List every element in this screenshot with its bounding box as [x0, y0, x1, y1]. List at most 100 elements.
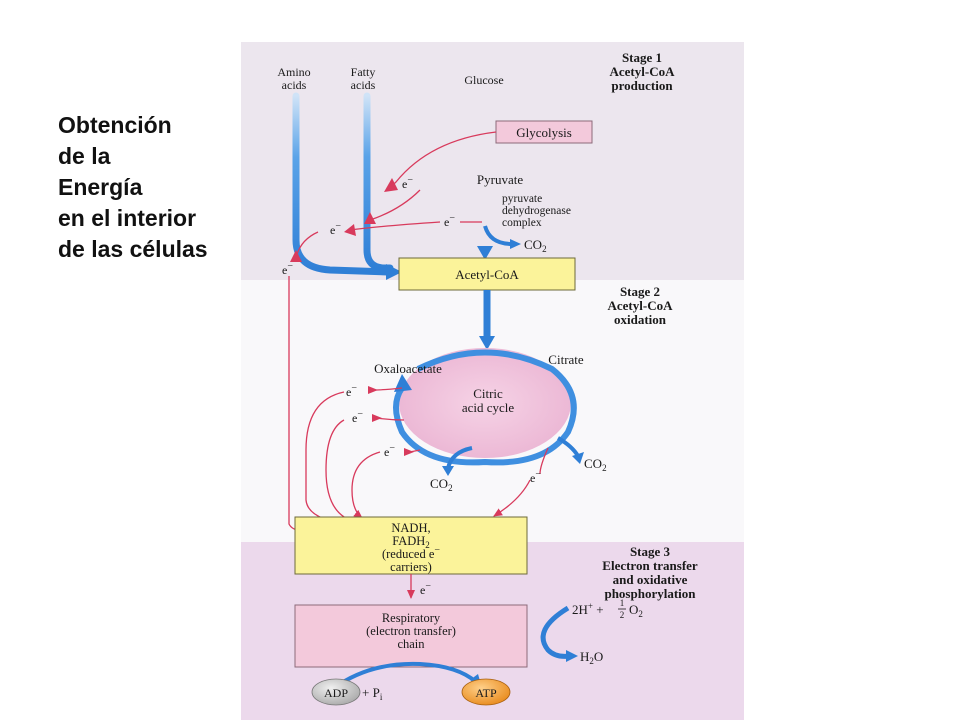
e-label-7: e− — [384, 443, 395, 459]
oxaloacetate-label: Oxaloacetate — [374, 361, 442, 376]
carriers-line1: NADH, — [391, 521, 430, 535]
cycle-label-line2: acid cycle — [462, 400, 515, 415]
e-pdh2-head — [344, 224, 356, 236]
stage2-label-line1: Stage 2 — [620, 284, 660, 299]
e-label-3-minus: − — [335, 221, 341, 232]
e-label-9-minus: − — [425, 581, 431, 592]
stage3-label-line3: and oxidative — [613, 572, 688, 587]
e-amino-head — [290, 250, 302, 262]
co2-right-text: CO — [584, 456, 602, 471]
atp-label: ATP — [475, 686, 497, 700]
e-label-4-letter: e — [282, 263, 287, 277]
carriers-fadh-sub: 2 — [425, 540, 430, 550]
pdh-label-line1: pyruvate — [502, 193, 542, 205]
pdh-co2-branch — [483, 225, 513, 246]
co2-pdh-sub: 2 — [542, 244, 547, 254]
e-label-6-minus: − — [357, 409, 363, 420]
e-label-6: e− — [352, 409, 363, 425]
fatty-acids-label-1: Fatty — [351, 65, 376, 79]
amino-acids-label-1: Amino — [277, 65, 310, 79]
stage1-label: Stage 1 Acetyl-CoA production — [610, 50, 676, 93]
e-label-5-letter: e — [346, 385, 351, 399]
co2-right-arrowhead — [572, 452, 584, 464]
pyruvate-label: Pyruvate — [477, 172, 523, 187]
e-label-4: e− — [282, 261, 293, 277]
chain-line1: Respiratory — [382, 611, 441, 625]
e-pdh2-path — [349, 221, 441, 231]
chain-line3: chain — [397, 637, 425, 651]
water-o: O — [594, 649, 603, 664]
e-cycle-2-head — [372, 414, 382, 422]
oxygen-o: O — [629, 602, 638, 617]
oxygen-label: 2H+ + — [572, 601, 604, 617]
stage2-label: Stage 2 Acetyl-CoA oxidation — [608, 284, 674, 327]
oxygen-half-den: 2 — [620, 610, 625, 620]
stage2-label-line3: oxidation — [614, 312, 667, 327]
e-cycle-4-path — [539, 447, 549, 475]
amino-acids-label-2: acids — [282, 78, 307, 92]
water-sub: 2 — [589, 656, 594, 666]
e-glycolysis-path — [389, 131, 497, 189]
carriers-line3: (reduced e− — [382, 545, 440, 561]
pi-text: + P — [362, 685, 380, 700]
e-label-3-letter: e — [330, 223, 335, 237]
acetyl-coa-label: Acetyl-CoA — [455, 267, 519, 282]
stage3-label: Stage 3 Electron transfer and oxidative … — [602, 544, 698, 601]
e-label-8-letter: e — [530, 471, 535, 485]
title-line-4: en el interior — [58, 205, 197, 231]
fatty-acids-label-2: acids — [351, 78, 376, 92]
oxygen-half-num: 1 — [620, 598, 625, 608]
cycle-label-line1: Citric — [473, 386, 503, 401]
oxygen-plus: + — [593, 602, 604, 617]
e-label-1-letter: e — [402, 177, 407, 191]
amino-acids-arrow — [292, 92, 392, 276]
e-pyruvate-head — [364, 212, 376, 224]
pdh-label-line3: complex — [502, 217, 542, 229]
pi-label: + Pi — [362, 685, 383, 702]
carriers-line4: carriers) — [390, 560, 432, 574]
e-label-8-minus: − — [535, 469, 541, 480]
stage3-label-line1: Stage 3 — [630, 544, 671, 559]
adp-to-atp-arrow — [332, 661, 478, 690]
co2-pdh-label: CO2 — [524, 237, 547, 254]
e-label-7-minus: − — [389, 443, 395, 454]
e-label-4-minus: − — [287, 261, 293, 272]
stage1-label-line2: Acetyl-CoA — [610, 64, 676, 79]
stage3-label-line4: phosphorylation — [604, 586, 696, 601]
carriers-line2: FADH2 — [392, 534, 430, 550]
slide-title: Obtención de la Energía en el interior d… — [58, 110, 208, 265]
oxygen-to-water-arrow — [540, 605, 571, 659]
co2-left-text: CO — [430, 476, 448, 491]
pdh-co2-arrowhead — [510, 239, 521, 249]
e-label-8: e− — [530, 469, 541, 485]
e-label-2: e− — [444, 213, 455, 229]
co2-left-sub: 2 — [448, 483, 453, 493]
e-label-5-minus: − — [351, 383, 357, 394]
e-label-9-letter: e — [420, 583, 425, 597]
e-label-6-letter: e — [352, 411, 357, 425]
e-cycle-1-head — [368, 386, 378, 394]
e-cycle-2-down — [325, 419, 357, 523]
carriers-fadh: FADH — [392, 534, 425, 548]
glucose-label: Glucose — [464, 73, 503, 87]
adp-oval — [311, 678, 361, 706]
oxygen-h-plus: + — [588, 601, 593, 611]
e-pyruvate-path — [369, 189, 421, 221]
co2-left-label: CO2 — [430, 476, 453, 493]
fatty-acids-arrow — [363, 92, 394, 272]
e-label-3: e− — [330, 221, 341, 237]
stage1-label-line3: production — [611, 78, 673, 93]
co2-right-sub: 2 — [602, 463, 607, 473]
co2-pdh-text: CO — [524, 237, 542, 252]
e-glycolysis-head — [384, 178, 398, 192]
e-label-2-letter: e — [444, 215, 449, 229]
glucose-arrowhead — [477, 246, 493, 260]
pdh-label-line2: dehydrogenase — [502, 205, 571, 217]
input-labels: Amino acids Fatty acids Glucose — [277, 65, 503, 92]
co2-left-arrowhead — [442, 466, 454, 476]
co2-right-arrow — [556, 436, 580, 458]
oxygen-o-sub: 2 — [638, 609, 643, 619]
oxygen-to-water-arrowhead — [566, 650, 578, 662]
e-cycle-3-head — [404, 448, 414, 456]
